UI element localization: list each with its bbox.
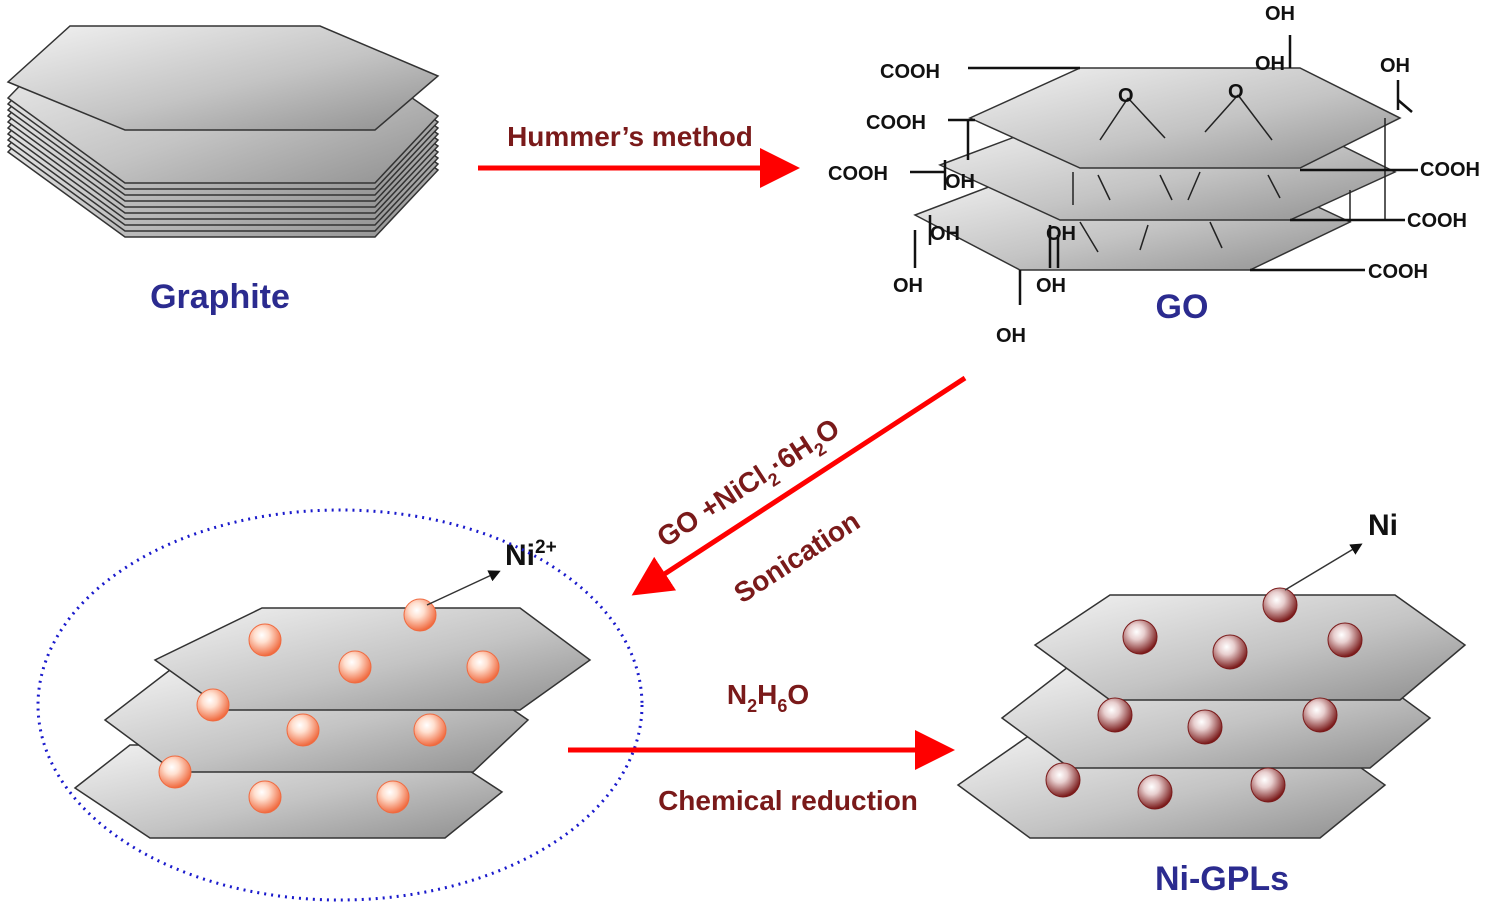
ni-particle xyxy=(1097,697,1133,733)
cooh-group-2: COOH xyxy=(866,112,926,134)
oh-group-9: OH xyxy=(996,325,1026,347)
oh-group-7: OH xyxy=(893,275,923,297)
ni-particle xyxy=(1302,697,1338,733)
oh-group-2: OH xyxy=(1255,53,1285,75)
ni-gpls-stack xyxy=(956,543,1467,839)
ni-particle xyxy=(1250,767,1286,803)
ni-particle xyxy=(1327,622,1363,658)
ni2-ion-label: Ni2+ xyxy=(505,537,557,572)
cooh-group-3: COOH xyxy=(828,163,888,185)
hummers-method-label: Hummer’s method xyxy=(507,121,753,152)
go-label: GO xyxy=(1156,288,1209,326)
ni2-particle xyxy=(403,598,437,632)
ni2-particle xyxy=(196,688,230,722)
cooh-group-6: COOH xyxy=(1368,261,1428,283)
ni2-particles xyxy=(158,598,500,814)
go-stack: COOH COOH COOH COOH COOH COOH OH OH OH O… xyxy=(828,3,1480,347)
epoxide-o-1: O xyxy=(1118,85,1134,107)
ni2-particle xyxy=(158,755,192,789)
graphite-label: Graphite xyxy=(150,278,290,316)
ni-particles xyxy=(1045,587,1363,810)
oh-group-5: OH xyxy=(930,223,960,245)
ni-particle xyxy=(1187,709,1223,745)
ni2-particle xyxy=(376,780,410,814)
cooh-group-5: COOH xyxy=(1407,210,1467,232)
ni-particle xyxy=(1212,634,1248,670)
ni2-particle xyxy=(413,713,447,747)
oh-group-3: OH xyxy=(1380,55,1410,77)
ni-gpls-label: Ni-GPLs xyxy=(1155,860,1289,898)
ni-label: Ni xyxy=(1368,509,1398,542)
ni2-particle xyxy=(466,650,500,684)
ni-particle xyxy=(1122,619,1158,655)
reducing-agent-label: N2H6O xyxy=(727,679,809,716)
cooh-group-4: COOH xyxy=(1420,159,1480,181)
highlight-dotted-circle xyxy=(36,508,644,902)
ni2-particle xyxy=(248,780,282,814)
ni-particle xyxy=(1137,774,1173,810)
oh-group-6: OH xyxy=(1046,223,1076,245)
ni2-particle xyxy=(338,650,372,684)
cooh-group-1: COOH xyxy=(880,61,940,83)
chemical-reduction-label: Chemical reduction xyxy=(658,785,918,816)
ni-particle xyxy=(1045,762,1081,798)
ni2-go-stack xyxy=(73,570,592,839)
oh-group-8: OH xyxy=(1036,275,1066,297)
epoxide-o-2: O xyxy=(1228,81,1244,103)
graphite-stack xyxy=(6,25,440,238)
sonication-arrow xyxy=(631,375,967,596)
ni-particle xyxy=(1262,587,1298,623)
ni2-particle xyxy=(248,623,282,657)
oh-group-1: OH xyxy=(1265,3,1295,25)
ni2-particle xyxy=(286,713,320,747)
oh-group-4: OH xyxy=(945,171,975,193)
